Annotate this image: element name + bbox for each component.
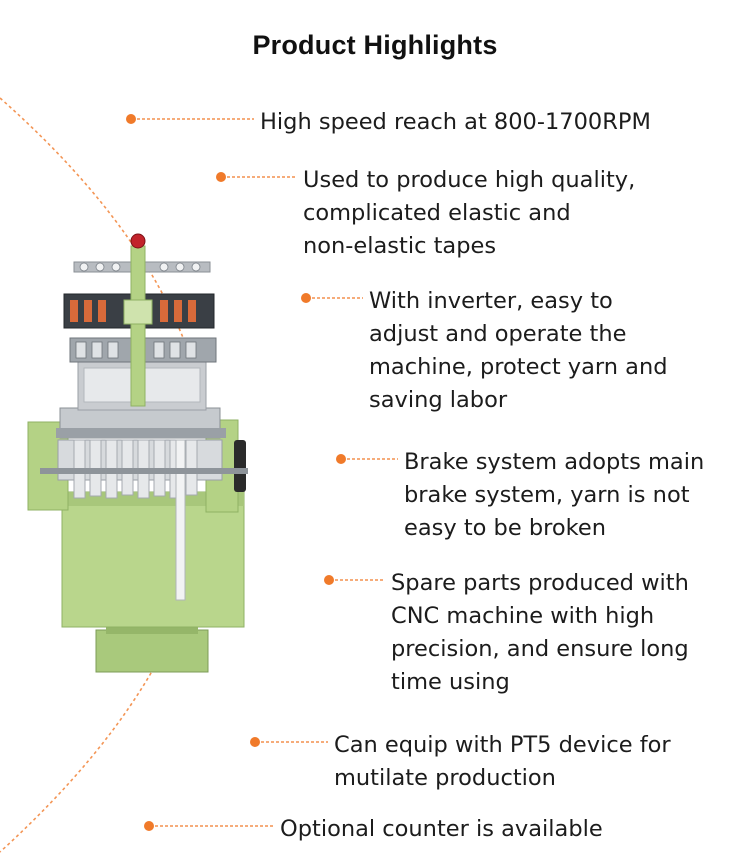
feature-text-line: Spare parts produced with (391, 570, 689, 596)
feature-text-line: adjust and operate the (369, 321, 627, 347)
bullet-dot (144, 821, 154, 831)
feature-text-line: non-elastic tapes (303, 233, 497, 259)
feature-item: With inverter, easy to adjust and operate… (369, 285, 668, 417)
feature-text-line: machine, protect yarn and (369, 354, 668, 380)
feature-text-line: saving labor (369, 387, 508, 413)
feature-text-line: brake system, yarn is not (404, 482, 690, 508)
feature-item: High speed reach at 800-1700RPM (260, 106, 651, 139)
page-title: Product Highlights (252, 30, 498, 60)
connector-group (126, 114, 398, 831)
feature-text-line: CNC machine with high (391, 603, 655, 629)
bullet-dot (216, 172, 226, 182)
feature-text-line: High speed reach at 800-1700RPM (260, 109, 651, 135)
feature-text-line: complicated elastic and (303, 200, 571, 226)
feature-text-line: mutilate production (334, 765, 556, 791)
feature-item: Optional counter is available (280, 813, 603, 846)
feature-text-line: With inverter, easy to (369, 288, 613, 314)
feature-text-line: Brake system adopts main (404, 449, 705, 475)
arc-path (0, 97, 211, 853)
bullet-dot (336, 454, 346, 464)
bullet-dot (301, 293, 311, 303)
feature-item: Used to produce high quality, complicated… (303, 164, 635, 263)
feature-text-line: Can equip with PT5 device for (334, 732, 671, 758)
feature-text-line: time using (391, 669, 510, 695)
machine-image (27, 233, 248, 673)
bullet-dot (324, 575, 334, 585)
feature-item: Can equip with PT5 device for mutilate pr… (334, 729, 671, 795)
feature-text-line: Optional counter is available (280, 816, 603, 842)
feature-text-line: Used to produce high quality, (303, 167, 636, 193)
feature-item: Brake system adopts main brake system, ya… (404, 446, 704, 545)
bullet-dot (126, 114, 136, 124)
feature-text-line: precision, and ensure long (391, 636, 689, 662)
bullet-dot (250, 737, 260, 747)
feature-text-line: easy to be broken (404, 515, 606, 541)
